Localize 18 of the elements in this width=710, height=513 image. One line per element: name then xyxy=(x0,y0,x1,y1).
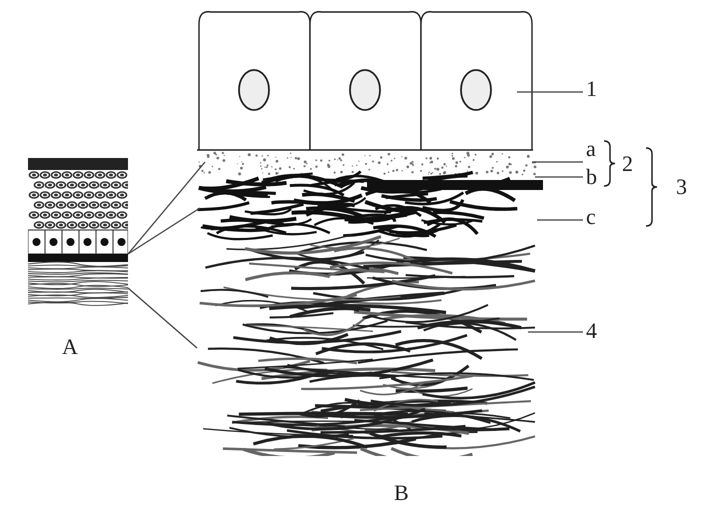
callout-number: b xyxy=(586,166,600,190)
callout-number: 1 xyxy=(586,78,600,102)
tissue-inset-drawing xyxy=(28,158,128,306)
leader-line xyxy=(532,161,583,163)
figure-label: B xyxy=(394,482,409,504)
connector-line xyxy=(128,288,198,348)
callout-number: 3 xyxy=(676,176,687,198)
leader-line xyxy=(517,91,583,93)
leader-line xyxy=(537,219,583,221)
leader-line xyxy=(528,331,583,333)
connector-line xyxy=(128,162,206,254)
callout-number: 2 xyxy=(622,153,633,175)
callout-number: c xyxy=(586,206,600,228)
leader-line xyxy=(535,176,583,178)
callout-number: a xyxy=(586,138,600,160)
figure-label: A xyxy=(62,336,78,358)
connector-line xyxy=(128,207,200,255)
callout-number: 4 xyxy=(586,320,600,344)
